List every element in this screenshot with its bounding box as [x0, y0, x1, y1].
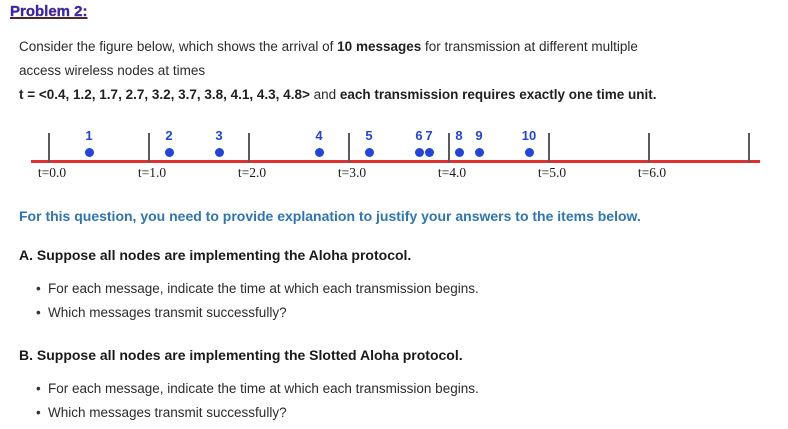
tick-label: t=3.0: [337, 165, 367, 180]
bullet-text: For each message, indicate the time at w…: [48, 281, 479, 296]
list-item: • For each message, indicate the time at …: [36, 377, 788, 401]
bullet-text: For each message, indicate the time at w…: [48, 381, 479, 396]
tick-label: t=0.0: [37, 165, 67, 180]
intro-paragraph: Consider the figure below, which shows t…: [19, 35, 776, 107]
tick-label: t=2.0: [237, 165, 267, 180]
arrival-number: 5: [365, 128, 373, 143]
tick-mark: [648, 133, 650, 163]
tick-label: t=5.0: [537, 165, 567, 180]
intro-text-3: and: [309, 87, 340, 102]
arrival-dot: [524, 148, 534, 157]
tick-mark: [48, 133, 50, 163]
bullet-icon: •: [36, 381, 41, 396]
arrival-number: 7: [425, 128, 433, 143]
arrival-number: 8: [455, 128, 463, 143]
bullet-icon: •: [36, 281, 41, 296]
arrival-number: 4: [315, 128, 323, 143]
page-title: Problem 2:: [10, 3, 88, 20]
section-b-bullets: • For each message, indicate the time at …: [36, 377, 788, 425]
arrival-number: 10: [521, 128, 537, 143]
tick-mark: [748, 133, 750, 163]
arrival-number: 3: [215, 128, 223, 143]
intro-bold-unit: each transmission requires exactly one t…: [339, 87, 657, 102]
bullet-text: Which messages transmit successfully?: [48, 305, 287, 320]
timeline-axis: [31, 160, 760, 163]
intro-text-1: Consider the figure below, which shows t…: [19, 39, 338, 54]
tick-mark: [548, 133, 550, 163]
intro-text-2b: access wireless nodes at times: [19, 63, 206, 78]
intro-bold-times: t = <0.4, 1.2, 1.7, 2.7, 3.2, 3.7, 3.8, …: [19, 87, 310, 102]
arrival-dot: [364, 148, 374, 157]
list-item: • For each message, indicate the time at …: [36, 277, 788, 301]
section-b-heading: B. Suppose all nodes are implementing th…: [19, 347, 463, 363]
arrival-timeline: t=0.0 t=1.0 t=2.0 t=3.0 t=4.0 t=5.0 t=6.0 1 2 3 4 5…: [0, 119, 788, 183]
arrival-dot: [314, 148, 324, 157]
tick-mark: [248, 133, 250, 163]
tick-mark: [148, 133, 150, 163]
arrival-dot: [454, 148, 464, 157]
intro-bold-messages: 10 messages: [337, 39, 422, 54]
arrival-number: 9: [475, 128, 483, 143]
section-a-heading: A. Suppose all nodes are implementing th…: [19, 247, 412, 263]
arrival-dot: [214, 148, 224, 157]
bullet-icon: •: [36, 305, 41, 320]
tick-label: t=1.0: [137, 165, 167, 180]
tick-mark: [348, 133, 350, 163]
tick-label: t=4.0: [437, 165, 467, 180]
section-a-bullets: • For each message, indicate the time at …: [36, 277, 788, 325]
list-item: • Which messages transmit successfully?: [36, 401, 788, 425]
arrival-dot: [414, 148, 424, 157]
arrival-number: 6: [415, 128, 423, 143]
arrival-dot: [424, 148, 434, 157]
bullet-icon: •: [36, 405, 41, 420]
arrival-number: 1: [85, 128, 93, 143]
arrival-dot: [84, 148, 94, 157]
tick-mark: [448, 133, 450, 163]
bullet-text: Which messages transmit successfully?: [48, 405, 287, 420]
intro-text-2a: for transmission at different multiple: [421, 39, 638, 54]
list-item: • Which messages transmit successfully?: [36, 301, 788, 325]
tick-label: t=6.0: [637, 165, 667, 180]
arrival-dot: [474, 148, 484, 157]
arrival-dot: [164, 148, 174, 157]
arrival-number: 2: [165, 128, 173, 143]
instruction-note: For this question, you need to provide e…: [19, 208, 641, 224]
section-a: A. Suppose all nodes are implementing th…: [0, 246, 788, 325]
section-b: B. Suppose all nodes are implementing th…: [0, 346, 788, 425]
